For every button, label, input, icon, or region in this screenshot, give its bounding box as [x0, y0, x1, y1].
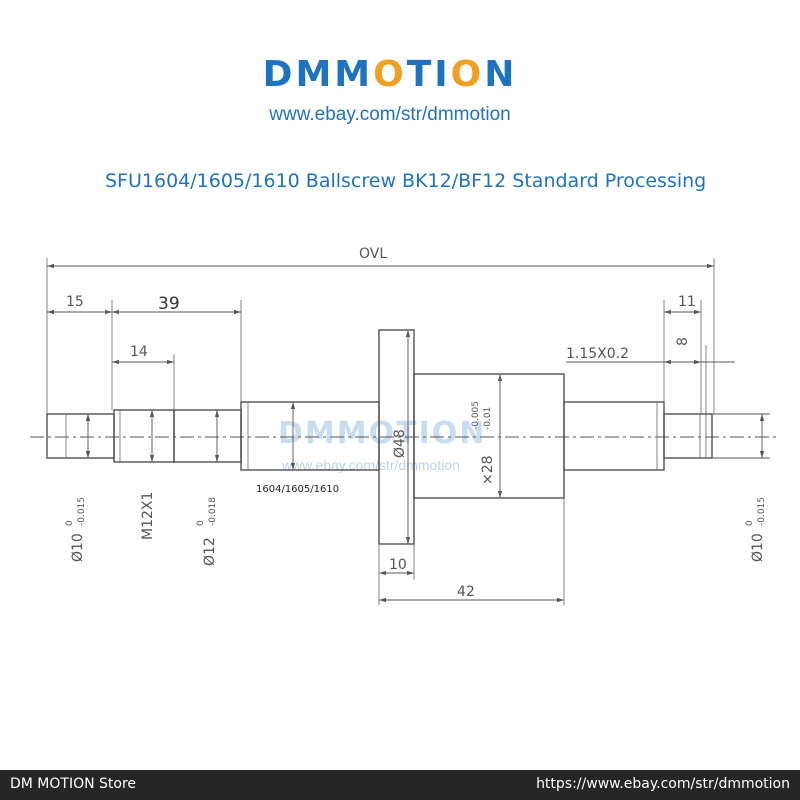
dim-right-phi10-low: -0.015 [757, 497, 767, 526]
dimension-lines [47, 263, 770, 603]
dim-thread: M12X1 [140, 492, 156, 540]
dim-14: 14 [130, 344, 148, 360]
dim-phi28-tol-low: -0.01 [483, 407, 493, 430]
dim-left-phi10-up: 0 [65, 520, 75, 526]
footer-bar: DM MOTION Store https://www.ebay.com/str… [0, 770, 800, 800]
dim-39: 39 [158, 294, 180, 314]
dim-phi28-tol-up: -0.005 [471, 401, 481, 430]
extension-lines [46, 258, 715, 605]
watermark: DMMOTION [278, 416, 486, 451]
page-title: SFU1604/1605/1610 Ballscrew BK12/BF12 St… [105, 170, 707, 192]
brand-logo: DMMOTION [262, 54, 518, 95]
dim-8: 8 [675, 337, 691, 346]
dim-phi12-up: 0 [196, 520, 206, 526]
dim-phi48: Ø48 [392, 429, 408, 458]
dim-phi12-low: -0.018 [208, 497, 218, 526]
model-label: 1604/1605/1610 [256, 484, 339, 495]
footer-store-link[interactable]: https://www.ebay.com/str/dmmotion [536, 776, 790, 792]
dim-10: 10 [389, 557, 407, 573]
dim-right-phi10-up: 0 [745, 520, 755, 526]
dim-chamfer: 1.15X0.2 [566, 346, 629, 362]
dim-right-phi10: Ø10 [750, 533, 766, 562]
dim-phi12: Ø12 [202, 537, 218, 566]
dim-ovl: OVL [359, 246, 387, 262]
ballscrew-drawing: DMMOTION www.ebay.com/str/dmmotion [30, 246, 780, 605]
dim-left-phi10-low: -0.015 [77, 497, 87, 526]
watermark-url: www.ebay.com/str/dmmotion [281, 457, 460, 473]
store-url[interactable]: www.ebay.com/str/dmmotion [269, 104, 511, 125]
dim-42: 42 [457, 584, 475, 600]
footer-store-name: DM MOTION Store [10, 776, 137, 792]
shaft-outline [46, 329, 713, 545]
dim-11: 11 [678, 294, 696, 310]
dim-left-phi10: Ø10 [70, 533, 86, 562]
dim-phi28: ×28 [480, 455, 496, 485]
dim-15: 15 [66, 294, 84, 310]
